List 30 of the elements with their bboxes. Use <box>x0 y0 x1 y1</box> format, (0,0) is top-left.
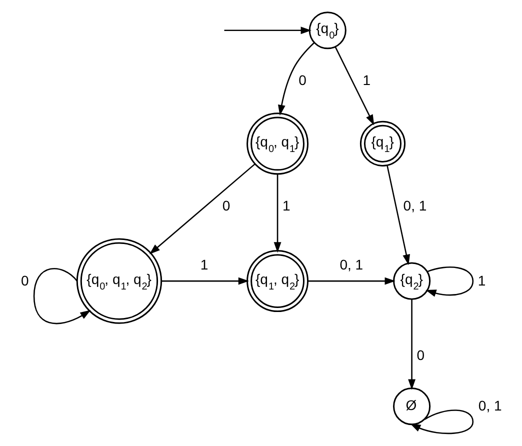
arrow <box>334 46 374 126</box>
arrow <box>410 410 474 434</box>
node-circle: {q$_{0}$, q$_{1}$} <box>246 112 309 175</box>
node-circle: {q$_{1}$, q$_{2}$} <box>246 250 309 312</box>
arrow <box>308 277 396 285</box>
arrow <box>224 26 312 34</box>
edge-label: 1 <box>362 72 370 88</box>
edge-label: 1 <box>200 256 208 273</box>
arrow <box>386 165 410 266</box>
edge-label: 1 <box>282 198 290 214</box>
edge-label: 0, 1 <box>340 256 364 273</box>
edge-label: 0, 1 <box>403 198 427 214</box>
node-circle: {q$_{2}$} <box>393 262 431 300</box>
arrow <box>426 266 474 297</box>
arrow <box>278 42 315 116</box>
node-circle: {q$_{1}$} <box>360 120 406 166</box>
node-circle: Ø <box>393 388 431 426</box>
arrow <box>149 164 256 254</box>
edge-label: 0 <box>416 346 425 363</box>
arrow <box>33 268 91 324</box>
arrow <box>408 299 416 390</box>
edge-label: 0 <box>222 198 230 214</box>
node-circle: {q$_{0}$, q$_{1}$, q$_{2}$} <box>76 238 162 324</box>
edge-label: 0 <box>21 272 29 288</box>
node-circle: {q$_{0}$} <box>308 12 346 50</box>
edge-label: 0 <box>298 72 306 88</box>
edge-label: 0, 1 <box>478 398 502 414</box>
arrow <box>274 174 282 253</box>
arrow <box>162 277 250 285</box>
edge-label: 1 <box>478 272 486 288</box>
